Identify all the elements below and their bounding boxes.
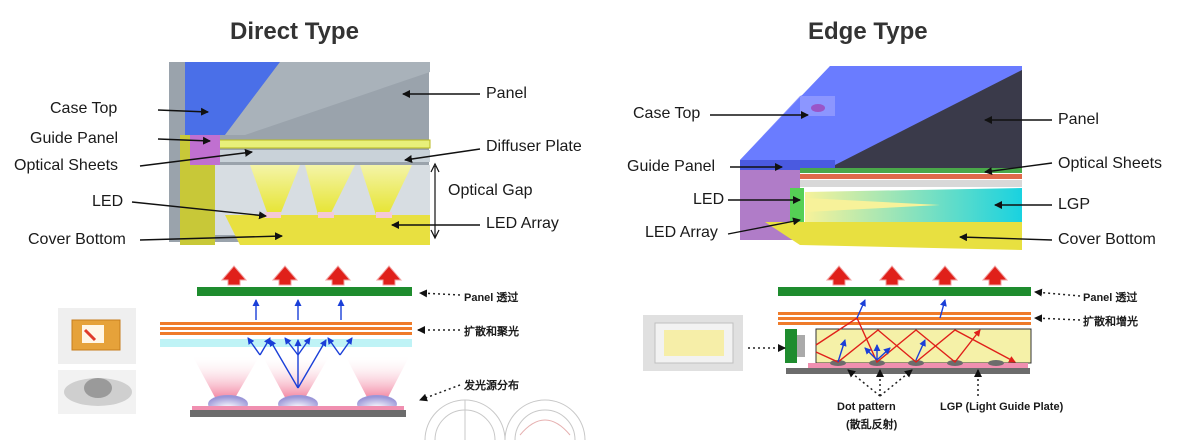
edge-lgp-label: LGP: [1058, 196, 1091, 213]
direct-schematic: [160, 265, 412, 417]
direct-led-array-label: LED Array: [486, 215, 559, 232]
direct-guide-panel-label: Guide Panel: [30, 130, 119, 147]
edge-dot-pattern-label: Dot pattern: [837, 401, 896, 413]
direct-dotted-pointers: [417, 289, 461, 402]
direct-diffuse-note: 扩散和聚光: [464, 326, 519, 338]
direct-cover-bottom-label: Cover Bottom: [28, 231, 126, 248]
edge-optical-sheets-label: Optical Sheets: [1058, 155, 1163, 172]
edge-cover-bottom-label: Cover Bottom: [1058, 231, 1156, 248]
led-package-photos: [58, 308, 136, 414]
direct-panel-note: Panel 透过: [464, 292, 519, 304]
edge-led-photo: [643, 315, 743, 371]
edge-lgp-full-label: LGP (Light Guide Plate): [940, 401, 1064, 413]
edge-panel-label: Panel: [1058, 111, 1099, 128]
edge-3d-model: [740, 66, 1022, 250]
direct-led-label: LED: [92, 193, 124, 210]
edge-dotted-pointers: [748, 288, 1081, 397]
direct-panel-label: Panel: [486, 85, 527, 102]
edge-case-top-label: Case Top: [633, 105, 701, 122]
optical-gap-bracket: [430, 162, 440, 240]
edge-led-label: LED: [693, 191, 725, 208]
edge-panel-note: Panel 透过: [1083, 292, 1138, 304]
direct-3d-model: [169, 62, 431, 245]
direct-case-top-label: Case Top: [50, 100, 118, 117]
direct-optical-gap-label: Optical Gap: [448, 182, 533, 199]
direct-optical-sheets-label: Optical Sheets: [14, 157, 119, 174]
edge-diffuse-note: 扩散和增光: [1083, 316, 1138, 328]
direct-leaders: [131, 90, 481, 241]
edge-schematic: [778, 265, 1032, 374]
edge-leaders: [710, 111, 1053, 242]
direct-diffuser-plate-label: Diffuser Plate: [486, 138, 582, 155]
edge-guide-panel-label: Guide Panel: [627, 158, 716, 175]
polar-plot-fragments: [424, 399, 586, 441]
edge-led-array-label: LED Array: [645, 224, 718, 241]
edge-type-title: Edge Type: [808, 18, 928, 45]
direct-source-note: 发光源分布: [464, 380, 519, 392]
direct-type-title: Direct Type: [230, 18, 359, 45]
edge-dot-pattern-cn-label: (散乱反射): [846, 419, 898, 431]
